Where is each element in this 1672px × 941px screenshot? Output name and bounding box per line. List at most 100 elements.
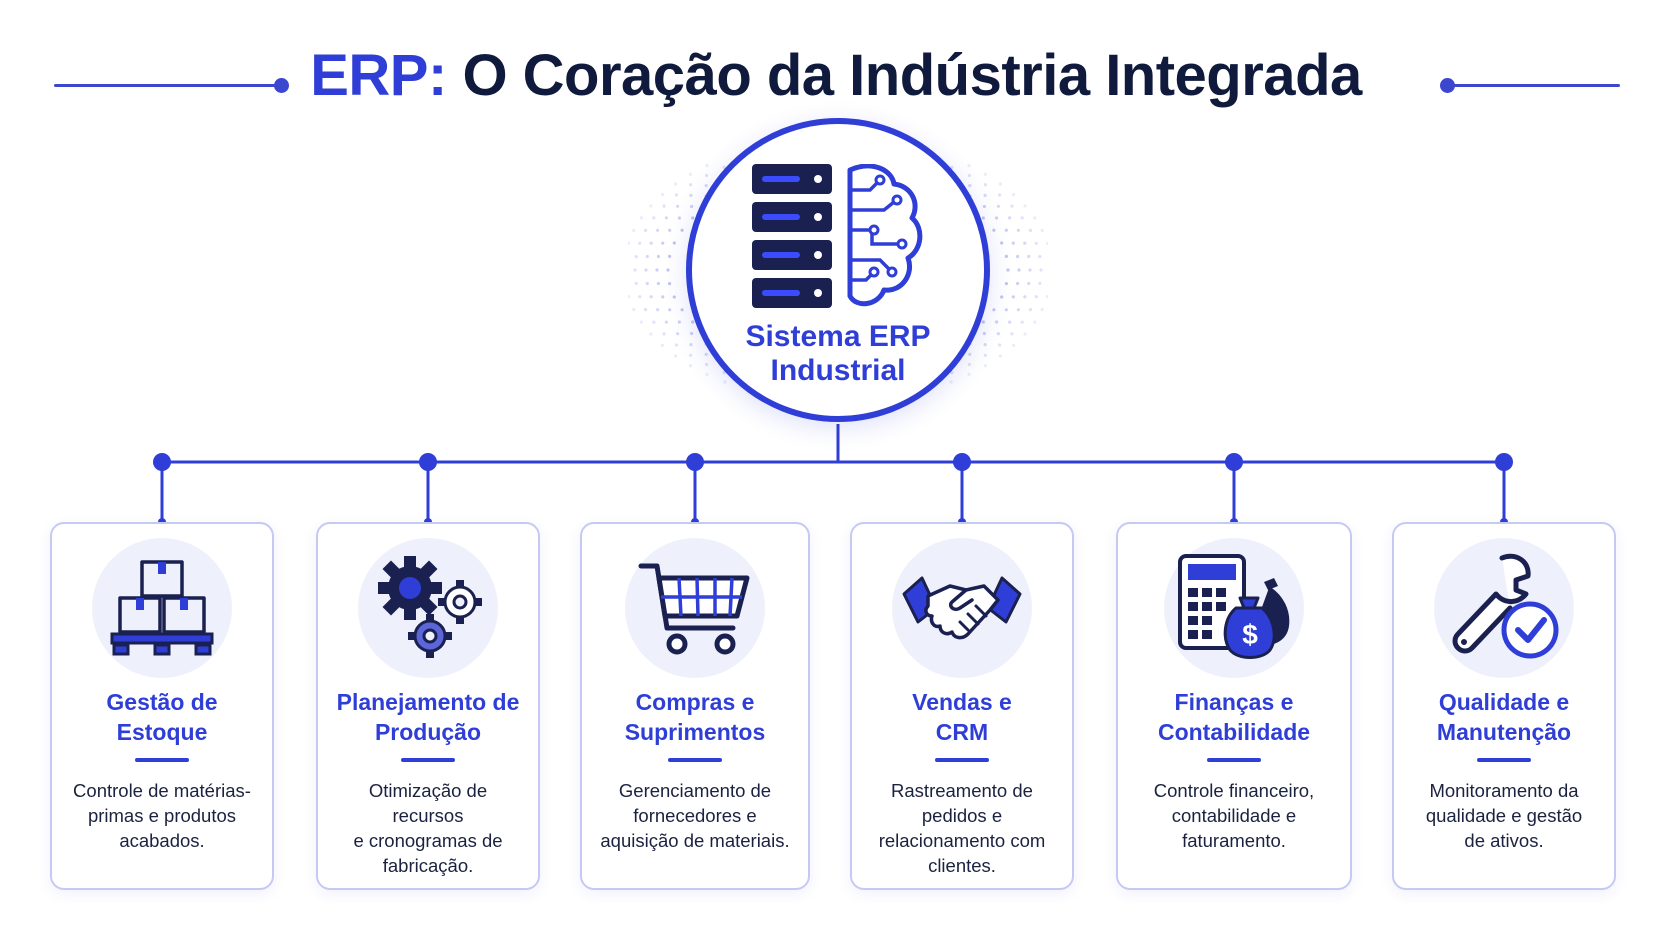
halo-dot (689, 343, 693, 347)
halo-dot (649, 332, 653, 336)
hub-label-line1: Sistema ERP (745, 320, 931, 353)
halo-dot (645, 281, 649, 286)
connector-node-dot (686, 453, 704, 471)
module-title-underline (1477, 758, 1531, 762)
halo-dot (661, 241, 665, 245)
halo-dot (1027, 281, 1031, 286)
handshake-icon (902, 576, 1022, 640)
halo-dot (689, 172, 693, 176)
halo-dot (1000, 295, 1004, 299)
halo-dot (662, 204, 666, 208)
halo-dot (1008, 216, 1012, 220)
module-title: Gestão de Estoque (60, 687, 264, 747)
module-icon-circle (358, 538, 498, 678)
halo-dot (992, 308, 996, 312)
calculator-money-icon: $ (1178, 554, 1290, 659)
gears-icon (378, 556, 482, 658)
connector-node-dot (153, 453, 171, 471)
connector-node-dot (1225, 453, 1243, 471)
connector-node-dot (1495, 453, 1513, 471)
module-icon-circle (1434, 538, 1574, 678)
halo-dot (1034, 241, 1038, 245)
module-description-line: fornecedores e (633, 805, 757, 826)
halo-dot (689, 183, 693, 187)
halo-dot (967, 362, 971, 367)
connector-node-dot (419, 453, 437, 471)
halo-dot (634, 255, 638, 259)
halo-dot (995, 320, 999, 324)
module-description: Controle de matérias- primas e produtos … (66, 778, 258, 853)
halo-dot (1033, 216, 1037, 220)
halo-dot (672, 295, 676, 299)
halo-dot (1004, 254, 1008, 258)
halo-dot (1038, 281, 1042, 285)
halo-dot (656, 254, 660, 259)
halo-dot (995, 216, 999, 220)
halo-dot (1016, 281, 1020, 286)
halo-dot (1011, 241, 1015, 245)
module-icon-circle: $ (1164, 538, 1304, 678)
halo-dot (1028, 308, 1032, 312)
halo-dot (677, 320, 681, 324)
halo-dot (628, 241, 630, 245)
module-description-line: Monitoramento da (1429, 780, 1579, 801)
halo-dot (1023, 241, 1027, 245)
halo-dot (1046, 295, 1048, 299)
halo-dot (704, 184, 708, 188)
halo-dot (996, 332, 1000, 336)
module-description-line: relacionamento com (878, 830, 1046, 851)
module-description-line: Gerenciamento de (618, 780, 772, 801)
halo-dot (950, 371, 954, 375)
halo-dot (1027, 254, 1031, 259)
halo-dot (660, 343, 664, 347)
halo-dot (1040, 307, 1044, 312)
halo-dot (690, 331, 694, 336)
halo-dot (674, 193, 678, 197)
page-title-accent: ERP: (310, 43, 447, 108)
boxes-pallet-icon (110, 560, 214, 656)
module-title: Vendas e CRM (860, 687, 1064, 747)
module-card-financas: $ Finanças e Contabilidade Controle fina… (1116, 522, 1352, 890)
module-description: Controle financeiro, contabilidade e fat… (1132, 778, 1336, 853)
halo-dot (1020, 320, 1024, 324)
module-description-line: aquisição de materiais. (600, 830, 790, 851)
module-title-line2: Suprimentos (624, 719, 766, 745)
module-card-producao: Planejamento de Produção Otimização de r… (316, 522, 540, 890)
halo-dot (644, 268, 648, 272)
module-title-line1: Planejamento de (336, 689, 520, 715)
halo-dot (676, 204, 680, 208)
halo-dot (638, 241, 642, 245)
module-description-line: de ativos. (1464, 830, 1544, 851)
module-title-underline (668, 758, 722, 762)
halo-dot (638, 295, 642, 299)
halo-dot (1028, 228, 1032, 232)
module-description-line: pedidos e (921, 805, 1003, 826)
halo-dot (981, 216, 985, 220)
svg-text:$: $ (1242, 619, 1258, 650)
module-title-underline (135, 758, 189, 762)
halo-dot (1034, 295, 1038, 299)
module-title-line2: Contabilidade (1157, 719, 1311, 745)
module-title-line1: Finanças e (1174, 689, 1294, 715)
halo-dot (649, 204, 653, 208)
halo-dot (632, 307, 636, 312)
halo-dot (983, 183, 987, 187)
halo-dot (1046, 241, 1048, 245)
module-title: Qualidade e Manutenção (1402, 687, 1606, 747)
module-description-line: Rastreamento de (891, 780, 1033, 801)
module-card-estoque: Gestão de Estoque Controle de matérias- … (50, 522, 274, 890)
halo-dot (639, 320, 643, 324)
halo-dot (689, 353, 693, 357)
halo-dot (634, 281, 638, 285)
halo-dot (982, 204, 986, 209)
halo-dot (983, 172, 987, 176)
halo-dot (649, 241, 653, 245)
halo-dot (691, 320, 695, 324)
halo-dot (674, 182, 678, 186)
halo-dot (1016, 228, 1020, 232)
halo-dot (656, 308, 660, 312)
module-title-line2: Manutenção (1436, 719, 1572, 745)
halo-dot (633, 268, 637, 272)
halo-dot (656, 228, 660, 232)
halo-dot (705, 372, 709, 376)
